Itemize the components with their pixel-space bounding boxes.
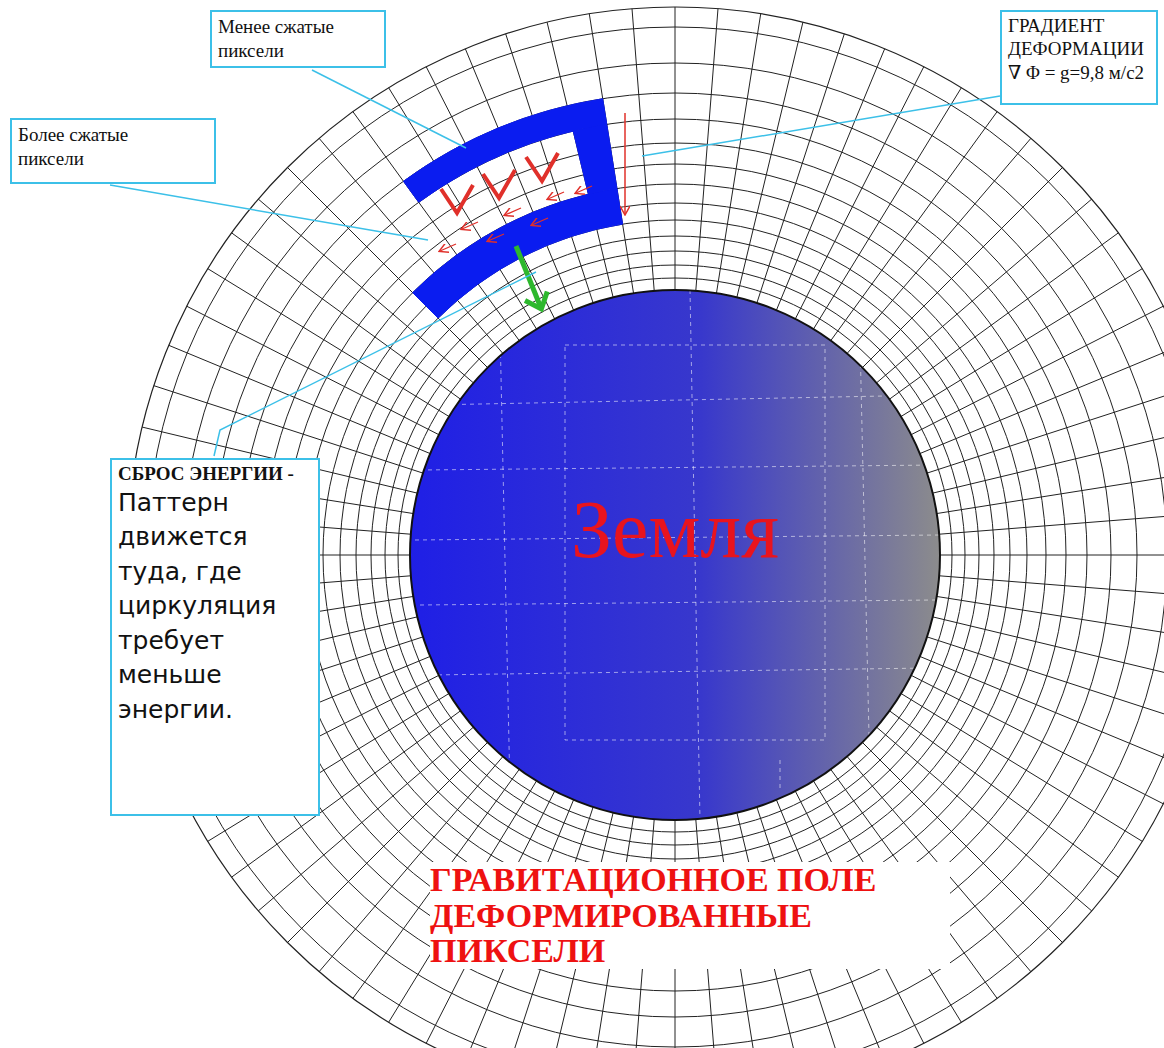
fall-arrow (516, 246, 541, 308)
grid-spoke (696, 9, 718, 291)
grid-spoke (187, 306, 439, 434)
callout-heading: СБРОС ЭНЕРГИИ - (118, 463, 308, 486)
callout-box: ГРАДИЕНТ ДЕФОРМАЦИИ∇ Φ = g=9,8 м/с2 (1000, 10, 1158, 105)
earth-globe (410, 290, 940, 820)
callout-text: Паттерн движется туда, где циркуляция тр… (118, 486, 296, 728)
grid-spoke (920, 656, 1164, 764)
grid-spoke (937, 596, 1164, 640)
pattern-band (403, 99, 606, 203)
chevron-arrow (526, 153, 558, 181)
leader-lines (110, 70, 1000, 456)
grid-spoke (889, 711, 1118, 877)
small-arrow (532, 218, 548, 225)
callout-box: Более сжатые пиксели (10, 118, 216, 184)
grid-spoke (940, 555, 1164, 556)
grid-spoke (795, 67, 923, 319)
deformed-pattern (403, 99, 622, 318)
compression-arrows (440, 153, 592, 251)
grid-spoke (847, 138, 1031, 353)
grid-spoke (920, 345, 1164, 453)
grid-spoke (877, 199, 1092, 383)
callout-box: Менее сжатые пиксели (210, 10, 386, 68)
grid-spoke (901, 269, 1142, 417)
grid-spoke (911, 675, 1163, 803)
callout-text: Более сжатые пиксели (18, 123, 148, 171)
grid-spoke (911, 306, 1163, 434)
pattern-band (573, 124, 617, 194)
small-arrow (576, 186, 592, 193)
grid-spoke (737, 22, 803, 297)
grid-spoke (939, 512, 1164, 534)
grid-spoke (889, 233, 1118, 399)
callout-text: ∇ Φ = g=9,8 м/с2 (1008, 61, 1150, 86)
small-arrow (488, 234, 504, 241)
small-arrow (462, 222, 478, 229)
small-arrow (505, 208, 521, 215)
grid-spoke (169, 345, 430, 453)
grid-spoke (937, 469, 1164, 513)
field-title: ГРАВИТАЦИОННОЕ ПОЛЕ ДЕФОРМИРОВАННЫЕ ПИКС… (430, 862, 950, 969)
grid-spoke (208, 269, 449, 417)
chevron-arrow (483, 170, 515, 198)
gradient-arrow (624, 113, 626, 214)
grid-spoke (757, 34, 844, 303)
grid-spoke (232, 233, 461, 399)
callout-box: СБРОС ЭНЕРГИИ -Паттерн движется туда, гд… (110, 458, 320, 816)
planet-name: Земля (571, 487, 779, 573)
small-arrow (440, 244, 456, 251)
grid-spoke (632, 9, 654, 291)
grid-spoke (927, 637, 1164, 724)
grid-spoke (927, 386, 1164, 473)
grid-spoke (862, 168, 1062, 368)
pattern-band (413, 189, 623, 319)
grid-spoke (939, 576, 1164, 598)
grid-spoke (776, 49, 884, 310)
callout-heading: ГРАДИЕНТ ДЕФОРМАЦИИ (1008, 15, 1150, 61)
grid-spoke (716, 14, 760, 294)
grid-spoke (506, 34, 593, 303)
grid-spoke (831, 112, 997, 341)
chevron-arrow (441, 185, 473, 213)
callout-text: Менее сжатые пиксели (218, 15, 368, 63)
small-arrow (548, 192, 564, 199)
grid-spoke (901, 693, 1142, 841)
grid-spoke (675, 7, 676, 290)
